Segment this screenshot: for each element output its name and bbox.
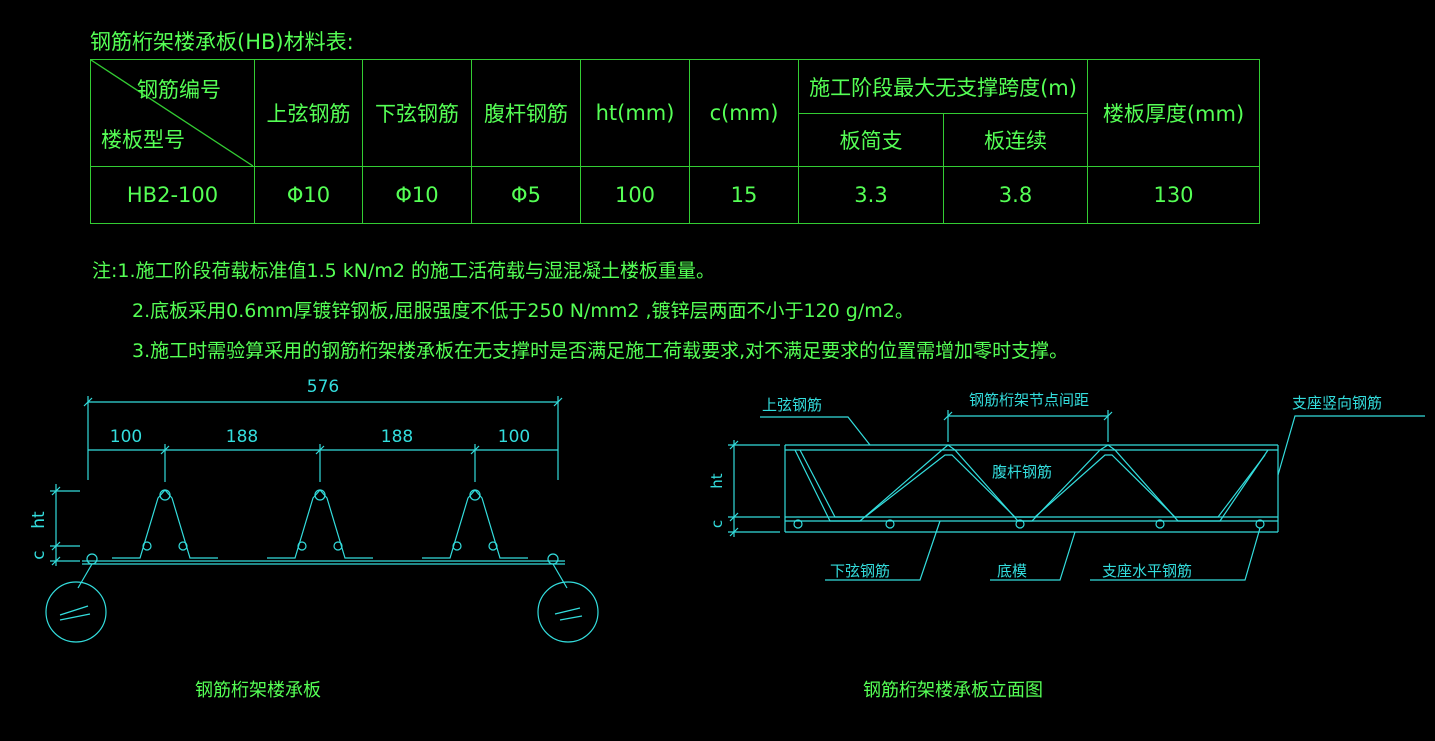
header-web: 腹杆钢筋: [471, 59, 581, 167]
cell-span-simple: 3.3: [798, 166, 944, 224]
diagonal-line: [91, 60, 253, 166]
header-bottom-chord: 下弦钢筋: [362, 59, 472, 167]
label-support-vertical: 支座竖向钢筋: [1292, 394, 1382, 412]
dim-2: 188: [226, 427, 258, 447]
label-base: 底模: [997, 562, 1027, 580]
section-drawing: 576 100 188 188 100 ht c: [29, 377, 599, 643]
cell-web: Φ5: [471, 166, 581, 224]
header-slab-model: 楼板型号: [101, 128, 185, 152]
cell-top-chord: Φ10: [254, 166, 363, 224]
table-title: 钢筋桁架楼承板(HB)材料表:: [90, 30, 354, 54]
label-web: 腹杆钢筋: [992, 463, 1052, 481]
dim-total: 576: [307, 377, 339, 397]
label-support-horizontal: 支座水平钢筋: [1102, 562, 1192, 580]
dim-1: 100: [110, 427, 142, 447]
header-span-continuous: 板连续: [943, 113, 1088, 167]
section-caption: 钢筋桁架楼承板: [195, 680, 321, 701]
cell-thickness: 130: [1087, 166, 1260, 224]
materials-table: 钢筋编号 楼板型号 上弦钢筋 下弦钢筋 腹杆钢筋 ht(mm) c(mm) 施工…: [90, 59, 1260, 224]
cell-model: HB2-100: [90, 166, 255, 224]
label-ht: ht: [708, 473, 726, 489]
elevation-drawing: 上弦钢筋 钢筋桁架节点间距 支座竖向钢筋 腹杆钢筋 ht c 下弦钢筋 底模 支…: [708, 391, 1425, 581]
elevation-caption: 钢筋桁架楼承板立面图: [863, 680, 1043, 701]
dim-4: 100: [498, 427, 530, 447]
header-c: c(mm): [689, 59, 799, 167]
label-bottom-chord: 下弦钢筋: [830, 562, 890, 580]
cell-ht: 100: [580, 166, 690, 224]
cell-bottom-chord: Φ10: [362, 166, 472, 224]
note-1: 注:1.施工阶段荷载标准值1.5 kN/m2 的施工活荷载与湿混凝土楼板重量。: [92, 260, 716, 282]
header-top-chord: 上弦钢筋: [254, 59, 363, 167]
label-top-chord: 上弦钢筋: [762, 396, 822, 414]
dim-3: 188: [381, 427, 413, 447]
note-3: 3.施工时需验算采用的钢筋桁架楼承板在无支撑时是否满足施工荷载要求,对不满足要求…: [132, 340, 1069, 362]
ht-label: ht: [29, 511, 49, 529]
c-label: c: [29, 550, 49, 559]
header-ht: ht(mm): [580, 59, 690, 167]
cell-span-continuous: 3.8: [943, 166, 1088, 224]
label-node-spacing: 钢筋桁架节点间距: [969, 391, 1089, 409]
label-c: c: [708, 520, 726, 528]
diagonal-header-cell: 钢筋编号 楼板型号: [90, 59, 255, 167]
note-2: 2.底板采用0.6mm厚镀锌钢板,屈服强度不低于250 N/mm2 ,镀锌层两面…: [132, 300, 914, 322]
cell-c: 15: [689, 166, 799, 224]
notes: 注:1.施工阶段荷载标准值1.5 kN/m2 的施工活荷载与湿混凝土楼板重量。 …: [92, 251, 1068, 371]
header-span-simple: 板简支: [798, 113, 944, 167]
header-span: 施工阶段最大无支撑跨度(m): [798, 59, 1088, 114]
header-rebar-id: 钢筋编号: [137, 78, 221, 102]
header-thickness: 楼板厚度(mm): [1087, 59, 1260, 167]
